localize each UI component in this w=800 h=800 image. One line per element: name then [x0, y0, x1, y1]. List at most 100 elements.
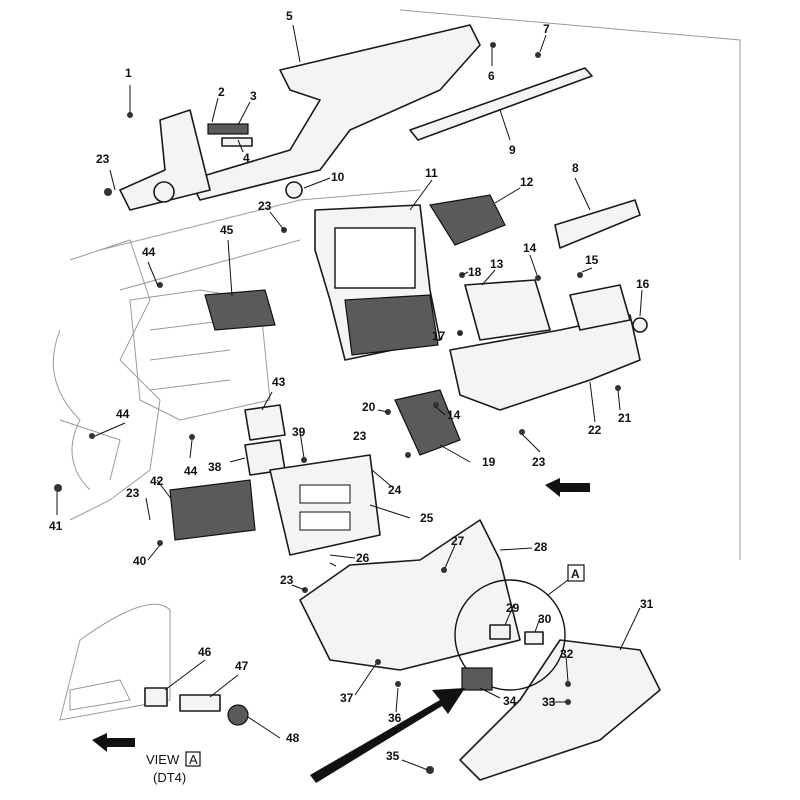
- switch-frame-upper: [244, 404, 286, 441]
- svg-text:A: A: [571, 567, 580, 581]
- left-air-vent: [204, 289, 276, 331]
- callout-36: 36: [388, 711, 402, 725]
- fasteners: [54, 42, 621, 774]
- switch-insert: [221, 137, 253, 147]
- callout-5: 5: [286, 9, 293, 23]
- bezel-opening: [153, 181, 175, 203]
- usb-port-module: [461, 667, 493, 691]
- callout-11: 11: [425, 166, 438, 180]
- frt-arrow-left: FRT: [92, 733, 135, 752]
- callout-labels: 1 2 3 4 5 6 7 8 9 10 11 12 13 14 15 16 1…: [49, 9, 654, 763]
- callout-6: 6: [488, 69, 495, 83]
- callout-18: 18: [468, 265, 482, 279]
- callout-27: 27: [451, 534, 465, 548]
- control-panel-face: [344, 294, 439, 356]
- callout-23e: 23: [126, 486, 140, 500]
- callout-23c: 23: [353, 429, 367, 443]
- svg-text:FRT: FRT: [110, 739, 126, 748]
- view-code: (DT4): [153, 770, 186, 785]
- callout-2: 2: [218, 85, 225, 99]
- outlet-plug: [227, 704, 249, 726]
- callout-3: 3: [250, 89, 257, 103]
- bezel-opening-lower: [299, 511, 351, 531]
- callout-23a: 23: [96, 152, 110, 166]
- callout-14a: 14: [523, 241, 537, 255]
- callout-23f: 23: [280, 573, 294, 587]
- callout-39: 39: [292, 425, 306, 439]
- callout-44c: 44: [184, 464, 198, 478]
- outlet-cap: [524, 631, 544, 645]
- callout-20: 20: [362, 400, 376, 414]
- knob: [632, 317, 648, 333]
- radio-module: [464, 279, 551, 341]
- callout-34: 34: [503, 694, 517, 708]
- callout-9: 9: [509, 143, 516, 157]
- grommet: [285, 181, 303, 199]
- callout-4: 4: [243, 151, 250, 165]
- svg-text:FRT: FRT: [563, 484, 579, 493]
- callout-15: 15: [585, 253, 599, 267]
- view-label: VIEW: [146, 752, 180, 767]
- view-caption: VIEW A (DT4): [146, 751, 201, 785]
- instrument-switch-panel: [169, 479, 256, 541]
- callout-45: 45: [220, 223, 234, 237]
- callout-10: 10: [331, 170, 345, 184]
- bezel-upper-right: [569, 284, 631, 331]
- callout-37: 37: [340, 691, 354, 705]
- callout-13: 13: [490, 257, 504, 271]
- detail-a-circle: [454, 579, 566, 691]
- callout-47: 47: [235, 659, 249, 673]
- upper-trim-panel: [189, 24, 481, 201]
- callout-44a: 44: [142, 245, 156, 259]
- outlet-housing: [179, 694, 221, 712]
- callout-17: 17: [432, 329, 446, 343]
- dash-frame-ghost: [52, 9, 741, 721]
- callout-43: 43: [272, 375, 286, 389]
- callout-35: 35: [386, 749, 400, 763]
- trim-strip: [409, 67, 593, 141]
- display-screen: [334, 227, 416, 289]
- callout-24: 24: [388, 483, 402, 497]
- callout-28: 28: [534, 540, 548, 554]
- console-floor-panel: [459, 639, 661, 781]
- callout-32: 32: [560, 647, 574, 661]
- callout-12: 12: [520, 175, 534, 189]
- right-air-vent: [429, 194, 506, 246]
- callout-8: 8: [572, 161, 579, 175]
- outlet-bezel: [144, 687, 168, 707]
- callout-29: 29: [506, 601, 520, 615]
- callout-31: 31: [640, 597, 654, 611]
- leader-lines: [56, 24, 643, 771]
- center-trim-bezel: [449, 314, 641, 411]
- callout-21: 21: [618, 411, 632, 425]
- callout-7: 7: [543, 22, 550, 36]
- callout-14b: 14: [447, 408, 461, 422]
- callout-1: 1: [125, 66, 132, 80]
- callout-26: 26: [356, 551, 370, 565]
- view-box-letter: A: [189, 752, 198, 767]
- callout-33: 33: [542, 695, 556, 709]
- callout-46: 46: [198, 645, 212, 659]
- callout-40: 40: [133, 554, 147, 568]
- callout-48: 48: [286, 731, 300, 745]
- callout-19: 19: [482, 455, 496, 469]
- trim-plate: [554, 199, 641, 249]
- callout-38: 38: [208, 460, 222, 474]
- callout-16: 16: [636, 277, 650, 291]
- center-stack-bezel: [269, 454, 381, 556]
- left-bezel-panel: [119, 109, 211, 211]
- frt-arrow-right: FRT: [545, 478, 590, 497]
- callout-23d: 23: [532, 455, 546, 469]
- hvac-control-module: [394, 389, 461, 456]
- callout-41: 41: [49, 519, 63, 533]
- power-outlet-socket: [489, 624, 511, 640]
- pointer-arrow: [310, 688, 465, 783]
- detail-a-marker: A: [547, 564, 585, 596]
- callout-30: 30: [538, 612, 552, 626]
- bezel-opening-upper: [299, 484, 351, 504]
- switch-bezel: [207, 123, 249, 135]
- callout-44b: 44: [116, 407, 130, 421]
- callout-42: 42: [150, 474, 164, 488]
